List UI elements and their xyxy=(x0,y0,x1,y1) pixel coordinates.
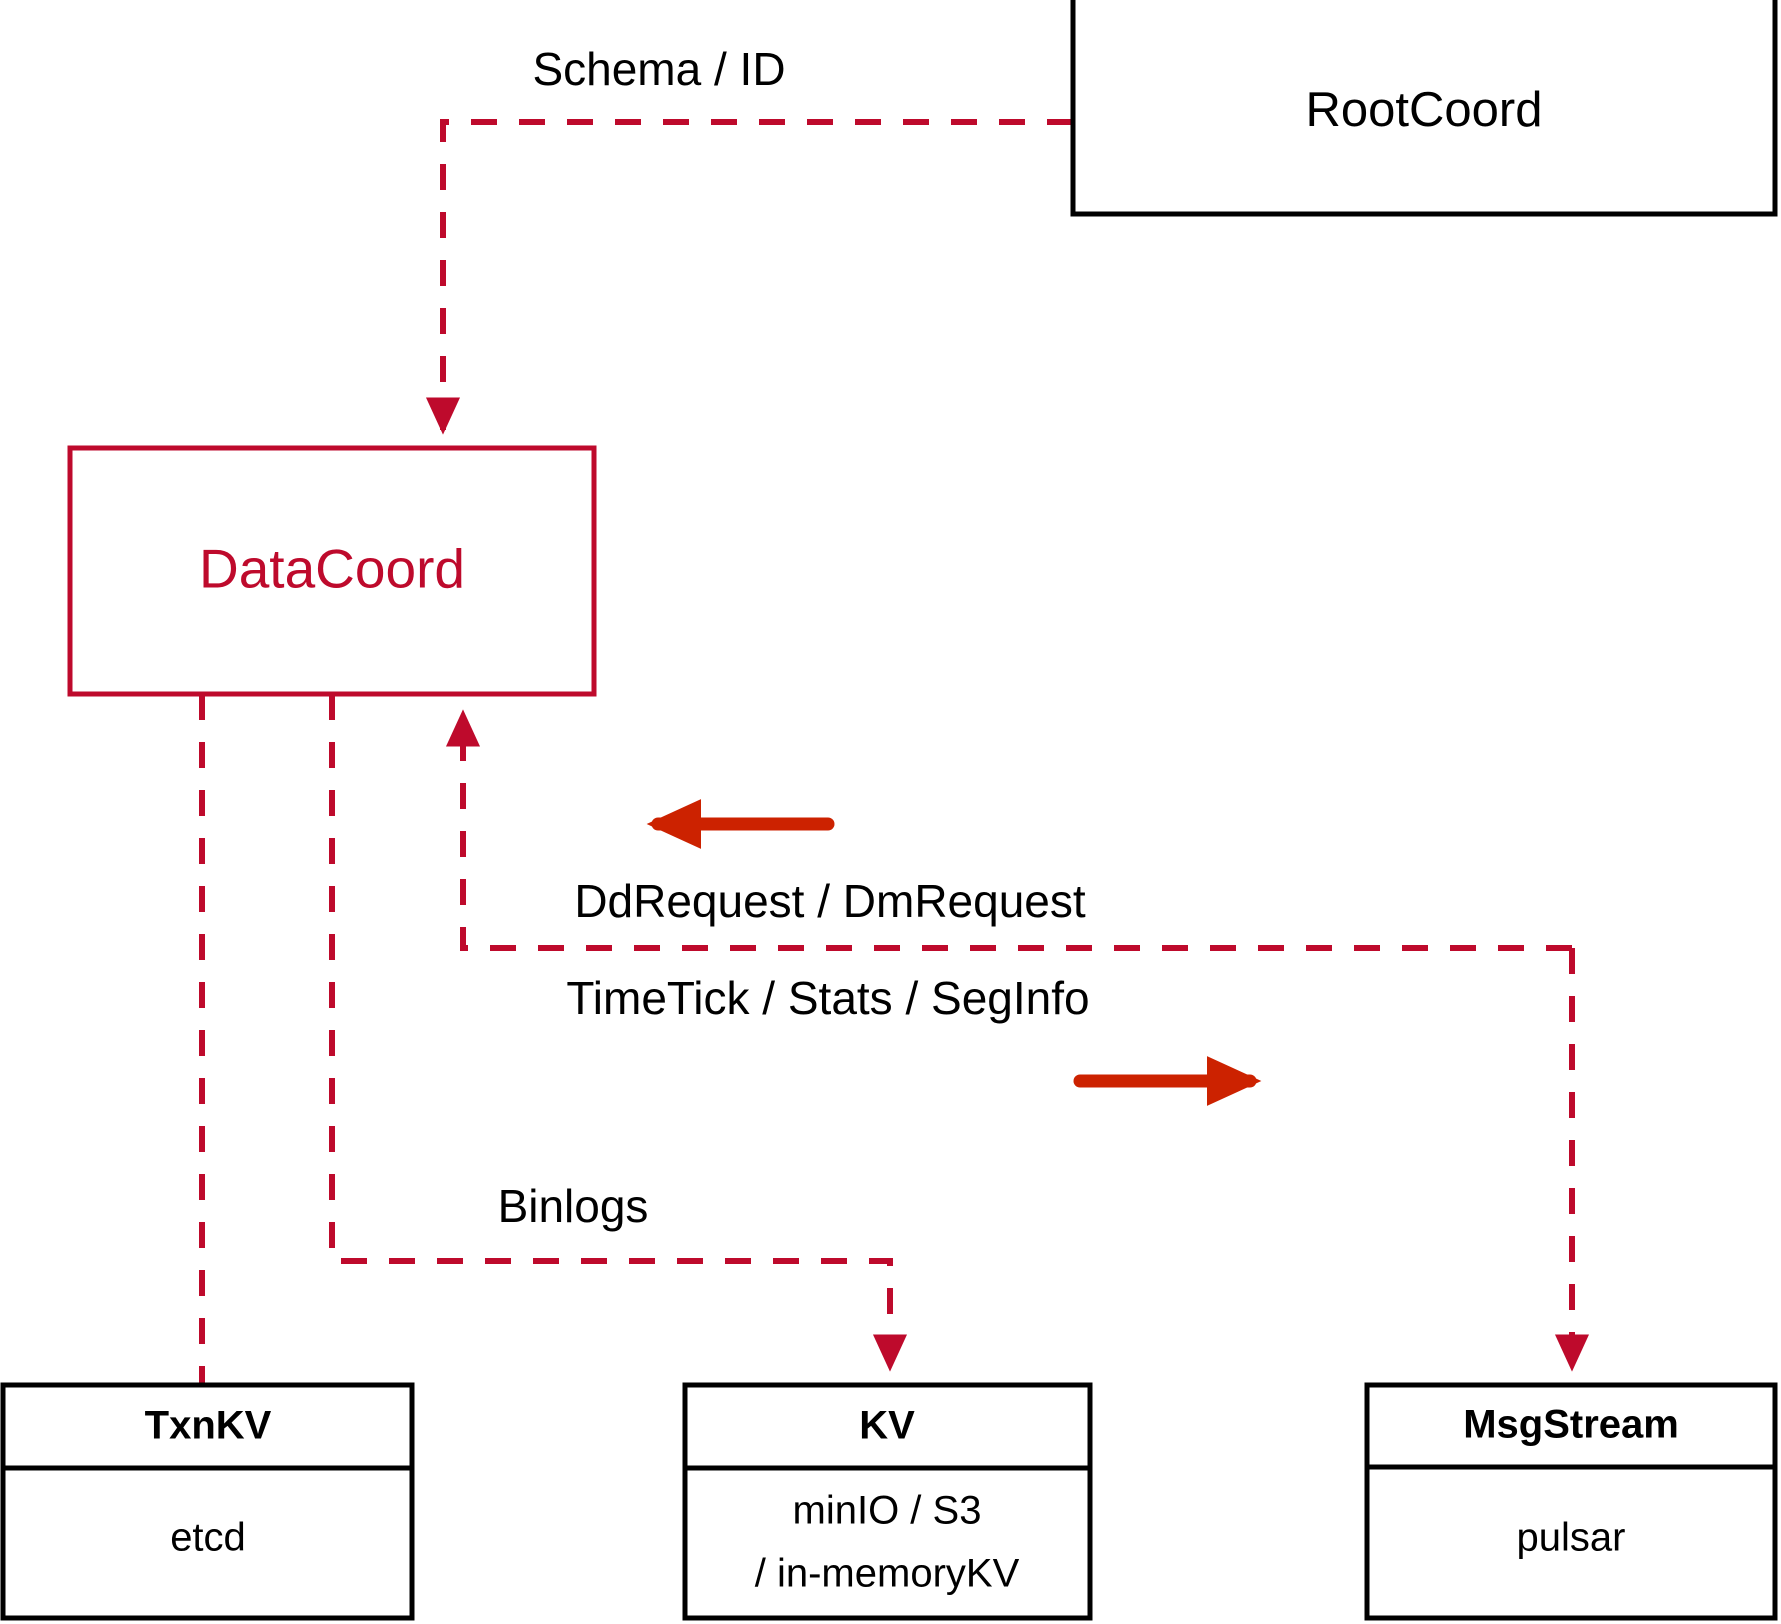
txnkv-box[interactable] xyxy=(0,1382,415,1621)
node-txnkv[interactable]: TxnKV etcd xyxy=(0,1382,415,1621)
rootcoord-label: RootCoord xyxy=(1306,83,1543,137)
edge-label-timetick-stats-seginfo: TimeTick / Stats / SegInfo xyxy=(566,972,1089,1024)
edge-rootcoord-to-datacoord xyxy=(425,119,1073,435)
node-datacoord[interactable]: DataCoord xyxy=(67,445,597,697)
kv-box[interactable] xyxy=(682,1382,1093,1621)
datacoord-label: DataCoord xyxy=(199,538,465,600)
edge-label-schema-id: Schema / ID xyxy=(532,43,785,95)
node-msgstream[interactable]: MsgStream pulsar xyxy=(1364,1382,1778,1621)
datacoord-box[interactable] xyxy=(67,445,597,697)
node-kv[interactable]: KV minIO / S3 / in-memoryKV xyxy=(682,1382,1093,1621)
edge-label-binlogs: Binlogs xyxy=(498,1180,649,1232)
msgstream-sub-1: pulsar xyxy=(1517,1516,1626,1560)
kv-title: KV xyxy=(859,1404,915,1448)
edge-msgstream-to-datacoord xyxy=(445,709,1572,951)
edge-label-dd-dm-request: DdRequest / DmRequest xyxy=(574,875,1086,927)
edge-datacoord-to-kv xyxy=(329,694,908,1372)
kv-sub-2: / in-memoryKV xyxy=(755,1552,1020,1596)
node-rootcoord[interactable]: RootCoord xyxy=(1070,0,1778,217)
txnkv-sub-1: etcd xyxy=(170,1516,246,1560)
msgstream-box[interactable] xyxy=(1364,1382,1778,1621)
kv-sub-1: minIO / S3 xyxy=(793,1489,982,1533)
txnkv-title: TxnKV xyxy=(145,1404,272,1448)
msgstream-title: MsgStream xyxy=(1463,1403,1679,1447)
rootcoord-box[interactable] xyxy=(1070,0,1778,217)
